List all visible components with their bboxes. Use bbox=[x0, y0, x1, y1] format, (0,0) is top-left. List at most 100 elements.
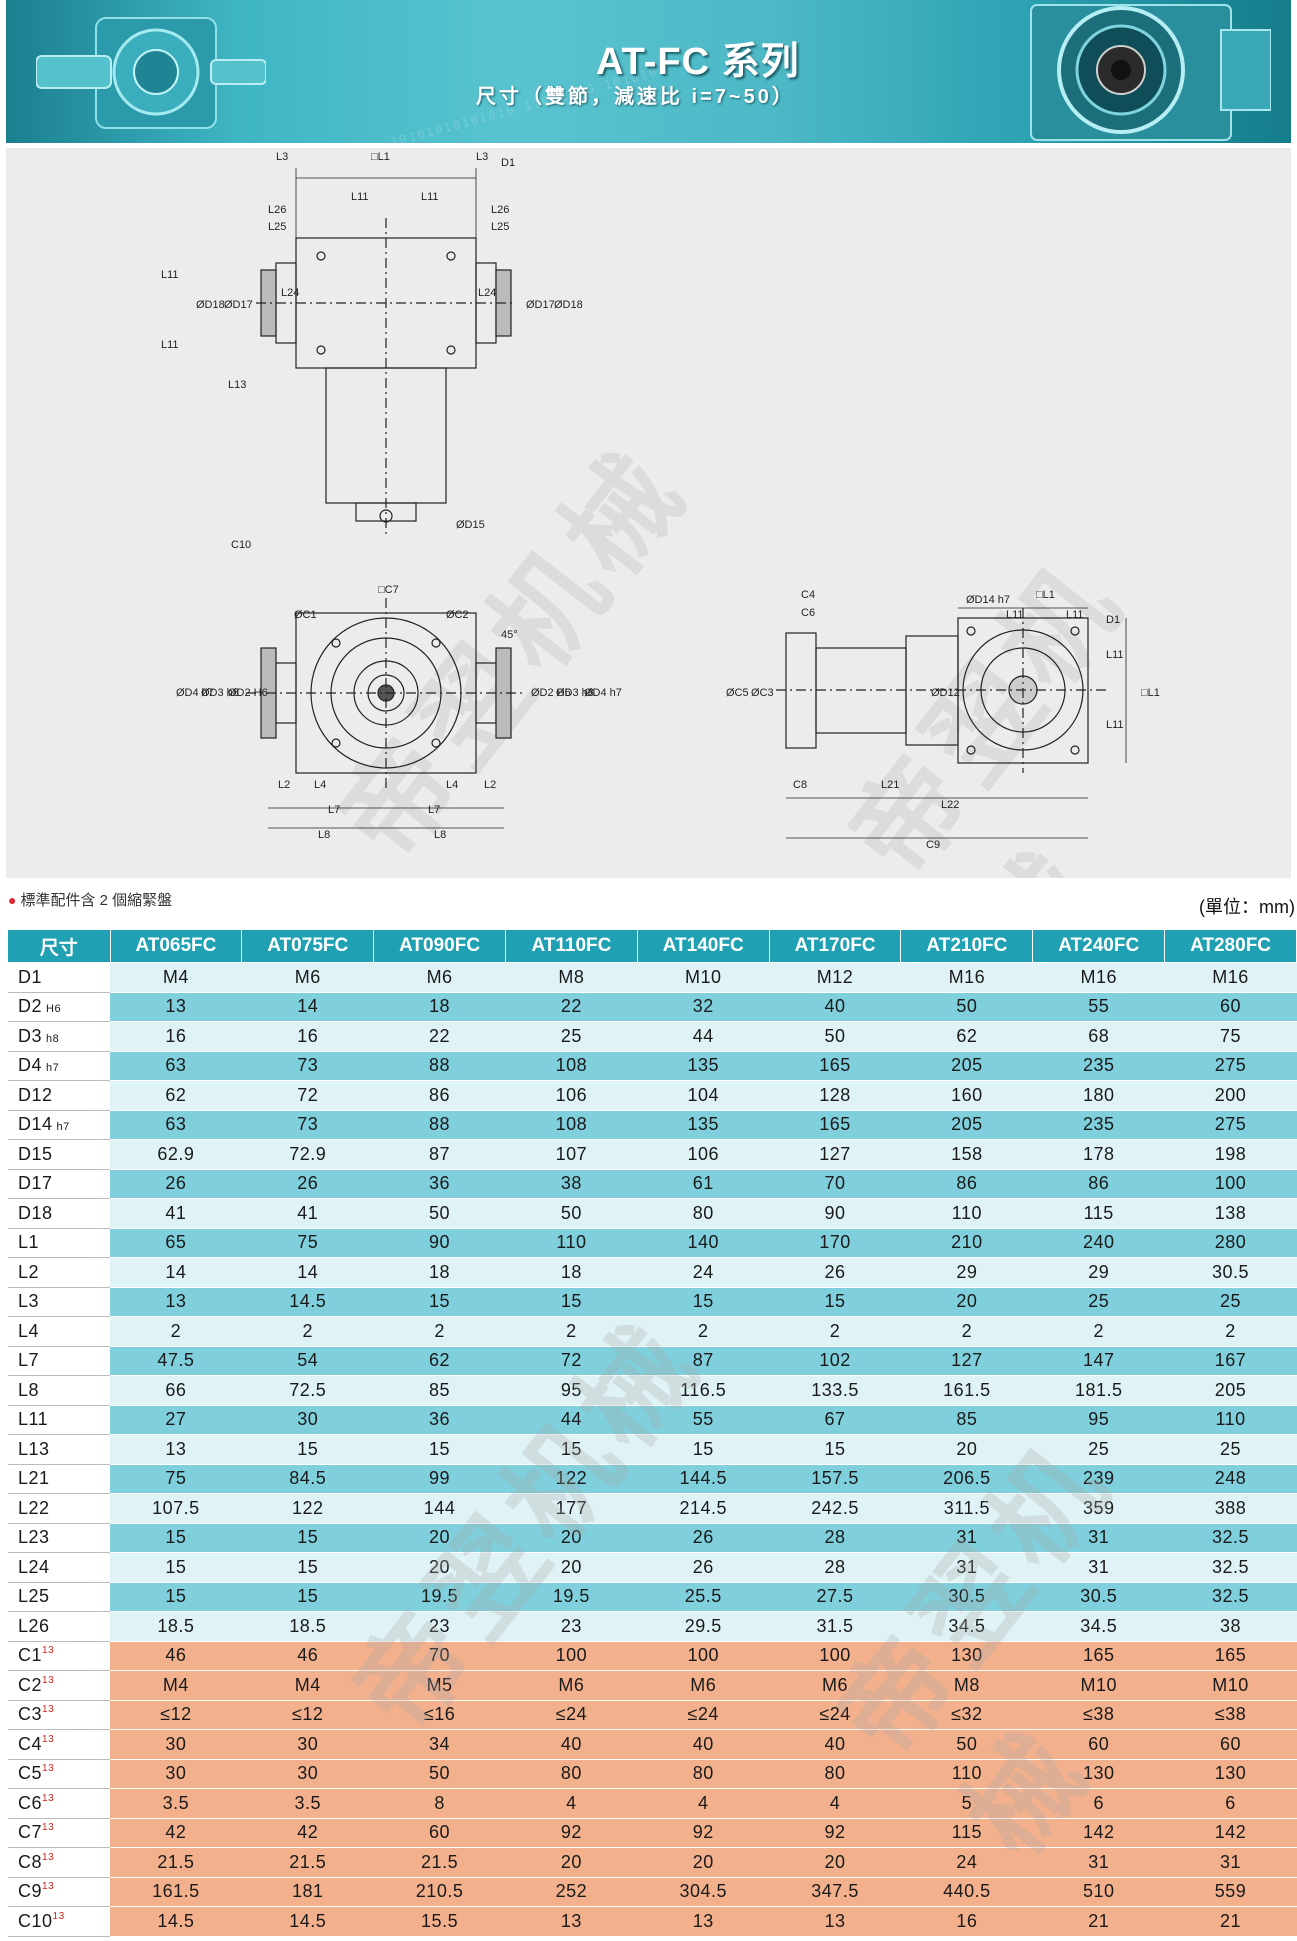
dimension-label: ØD2 H6 bbox=[531, 687, 571, 699]
table-cell: 181 bbox=[241, 1877, 374, 1907]
table-cell: 144 bbox=[373, 1493, 506, 1524]
row-label: C913 bbox=[8, 1877, 110, 1907]
table-cell: M4 bbox=[110, 962, 242, 993]
table-cell: M4 bbox=[110, 1670, 242, 1701]
table-cell: 90 bbox=[769, 1198, 901, 1229]
table-cell: 72 bbox=[241, 1080, 374, 1111]
table-cell: 6 bbox=[1164, 1788, 1297, 1819]
table-cell: 280 bbox=[1164, 1228, 1297, 1258]
row-label: D18 bbox=[8, 1198, 110, 1229]
row-label: D17 bbox=[8, 1169, 110, 1199]
table-cell: 104 bbox=[637, 1080, 770, 1111]
row-label: L7 bbox=[8, 1346, 110, 1376]
dimension-label: D1 bbox=[1106, 614, 1120, 626]
row-label: C313 bbox=[8, 1700, 110, 1730]
table-cell: 130 bbox=[1164, 1759, 1297, 1789]
table-cell: M10 bbox=[1032, 1670, 1165, 1701]
dimension-label: C8 bbox=[793, 779, 807, 791]
table-cell: 144.5 bbox=[637, 1464, 770, 1494]
table-cell: M6 bbox=[637, 1670, 770, 1701]
table-cell: 70 bbox=[769, 1169, 901, 1199]
table-cell: 21.5 bbox=[241, 1847, 374, 1878]
table-cell: 31.5 bbox=[769, 1611, 901, 1642]
table-cell: 135 bbox=[637, 1051, 770, 1081]
table-cell: 16 bbox=[110, 1021, 242, 1052]
row-label: L24 bbox=[8, 1552, 110, 1583]
table-cell: 34 bbox=[373, 1729, 506, 1760]
table-cell: 19.5 bbox=[373, 1582, 506, 1612]
table-cell: 122 bbox=[505, 1464, 638, 1494]
table-cell: 18.5 bbox=[241, 1611, 374, 1642]
technical-drawing: 帝翌机械 帝翌机械 bbox=[6, 148, 1291, 878]
table-cell: 22 bbox=[505, 992, 638, 1022]
table-cell: 50 bbox=[769, 1021, 901, 1052]
table-cell: 50 bbox=[900, 1729, 1033, 1760]
table-cell: 73 bbox=[241, 1110, 374, 1140]
table-cell: 86 bbox=[900, 1169, 1033, 1199]
table-cell: 142 bbox=[1164, 1818, 1297, 1848]
table-cell: 72.5 bbox=[241, 1375, 374, 1406]
table-cell: 66 bbox=[110, 1375, 242, 1406]
dimension-label: L2 bbox=[278, 779, 290, 791]
table-cell: 36 bbox=[373, 1405, 506, 1435]
table-cell: 60 bbox=[373, 1818, 506, 1848]
table-cell: 165 bbox=[1032, 1641, 1165, 1671]
dimension-label: ØD4 h7 bbox=[584, 687, 622, 699]
row-label: L3 bbox=[8, 1287, 110, 1317]
table-cell: 20 bbox=[637, 1847, 770, 1878]
dimension-label: C4 bbox=[801, 589, 815, 601]
row-label: D1 bbox=[8, 962, 110, 993]
row-label: C613 bbox=[8, 1788, 110, 1819]
table-cell: 252 bbox=[505, 1877, 638, 1907]
table-cell: M16 bbox=[1032, 962, 1165, 993]
table-cell: 62.9 bbox=[110, 1139, 242, 1170]
table-cell: 170 bbox=[769, 1228, 901, 1258]
row-label: L13 bbox=[8, 1434, 110, 1465]
table-cell: 75 bbox=[110, 1464, 242, 1494]
dimension-label: ØC5 bbox=[726, 687, 749, 699]
table-cell: 38 bbox=[1164, 1611, 1297, 1642]
dimension-label: L2 bbox=[484, 779, 496, 791]
table-cell: 130 bbox=[900, 1641, 1033, 1671]
table-cell: 135 bbox=[637, 1110, 770, 1140]
table-cell: 142 bbox=[1032, 1818, 1165, 1848]
table-cell: 15 bbox=[769, 1434, 901, 1465]
table-cell: 21.5 bbox=[110, 1847, 242, 1878]
table-cell: 50 bbox=[373, 1198, 506, 1229]
table-cell: 87 bbox=[373, 1139, 506, 1170]
table-cell: 210.5 bbox=[373, 1877, 506, 1907]
table-cell: ≤38 bbox=[1164, 1700, 1297, 1730]
table-cell: 31 bbox=[1164, 1847, 1297, 1878]
row-label: C213 bbox=[8, 1670, 110, 1701]
table-cell: 304.5 bbox=[637, 1877, 770, 1907]
table-cell: 88 bbox=[373, 1110, 506, 1140]
table-cell: 30 bbox=[241, 1759, 374, 1789]
table-cell: 50 bbox=[900, 992, 1033, 1022]
table-cell: 15 bbox=[769, 1287, 901, 1317]
table-cell: 15 bbox=[241, 1523, 374, 1553]
table-cell: 19.5 bbox=[505, 1582, 638, 1612]
table-cell: 235 bbox=[1032, 1110, 1165, 1140]
table-cell: 157.5 bbox=[769, 1464, 901, 1494]
table-cell: 15 bbox=[505, 1434, 638, 1465]
table-cell: 73 bbox=[241, 1051, 374, 1081]
table-cell: 87 bbox=[637, 1346, 770, 1376]
table-cell: 63 bbox=[110, 1110, 242, 1140]
table-cell: 50 bbox=[373, 1759, 506, 1789]
table-cell: 16 bbox=[241, 1021, 374, 1052]
accessory-note: ●標準配件含 2 個縮緊盤 bbox=[8, 889, 172, 910]
table-cell: 13 bbox=[110, 1287, 242, 1317]
dimension-label: 45° bbox=[501, 629, 518, 641]
table-cell: 18 bbox=[373, 992, 506, 1022]
table-cell: 110 bbox=[1164, 1405, 1297, 1435]
table-cell: 4 bbox=[769, 1788, 901, 1819]
table-cell: 20 bbox=[505, 1552, 638, 1583]
table-cell: ≤12 bbox=[241, 1700, 374, 1730]
